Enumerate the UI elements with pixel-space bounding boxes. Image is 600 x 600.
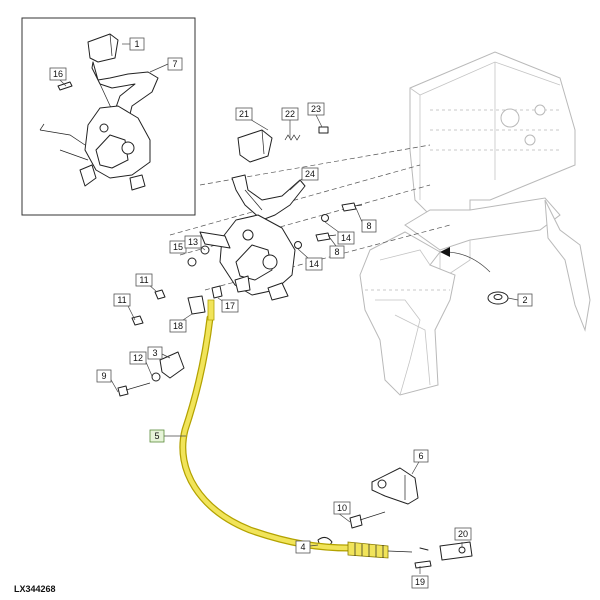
svg-text:3: 3: [152, 348, 157, 358]
callout-6: 6: [413, 449, 429, 463]
callout-17: 17: [221, 299, 239, 313]
callout-12: 12: [129, 351, 147, 365]
svg-text:12: 12: [133, 353, 143, 363]
callout-10: 10: [333, 501, 351, 515]
callout-21: 21: [235, 107, 253, 121]
svg-text:14: 14: [309, 259, 319, 269]
svg-text:13: 13: [188, 237, 198, 247]
machine-frame-ghost: [359, 51, 591, 396]
svg-text:19: 19: [415, 577, 425, 587]
inset-lever-assembly: [39, 33, 159, 191]
svg-text:24: 24: [305, 169, 315, 179]
svg-text:11: 11: [117, 295, 126, 305]
svg-text:4: 4: [300, 542, 305, 552]
callout-11: 11: [113, 293, 131, 307]
hardware-small-parts: [117, 202, 509, 569]
main-lever-assembly: [199, 126, 329, 301]
callout-9: 9: [96, 369, 112, 383]
svg-text:1: 1: [134, 39, 139, 49]
svg-text:6: 6: [418, 451, 423, 461]
svg-text:10: 10: [337, 503, 347, 513]
callout-14: 14: [305, 257, 323, 271]
callout-7: 7: [167, 57, 183, 71]
cable-assembly-highlighted: [179, 299, 413, 559]
svg-text:21: 21: [239, 109, 249, 119]
callout-24: 24: [301, 167, 319, 181]
callout-3: 3: [147, 346, 163, 360]
svg-text:22: 22: [285, 109, 295, 119]
svg-text:8: 8: [366, 221, 371, 231]
svg-text:20: 20: [458, 529, 468, 539]
callout-23: 23: [307, 102, 325, 116]
svg-text:18: 18: [173, 321, 183, 331]
svg-text:16: 16: [53, 69, 63, 79]
diagram-reference-number: LX344268: [14, 584, 56, 594]
callout-4: 4: [295, 540, 311, 554]
svg-text:11: 11: [139, 275, 148, 285]
callout-8: 8: [361, 219, 377, 233]
callout-19: 19: [411, 575, 429, 589]
callout-2: 2: [517, 293, 533, 307]
callout-16: 16: [49, 67, 67, 81]
callout-18: 18: [169, 319, 187, 333]
arrow-icon: [440, 247, 450, 257]
svg-text:14: 14: [341, 233, 351, 243]
callout-11: 11: [135, 273, 153, 287]
callout-8: 8: [329, 245, 345, 259]
svg-text:8: 8: [334, 247, 339, 257]
svg-text:7: 7: [172, 59, 177, 69]
svg-text:15: 15: [173, 242, 183, 252]
svg-text:17: 17: [225, 301, 235, 311]
svg-text:9: 9: [101, 371, 106, 381]
callout-1: 1: [129, 37, 145, 51]
svg-text:5: 5: [154, 431, 159, 441]
svg-text:23: 23: [311, 104, 321, 114]
callout-13: 13: [184, 235, 202, 249]
callout-5: 5: [149, 429, 165, 443]
callout-20: 20: [454, 527, 472, 541]
svg-text:2: 2: [522, 295, 527, 305]
callout-22: 22: [281, 107, 299, 121]
callout-14: 14: [337, 231, 355, 245]
callout-15: 15: [169, 240, 187, 254]
